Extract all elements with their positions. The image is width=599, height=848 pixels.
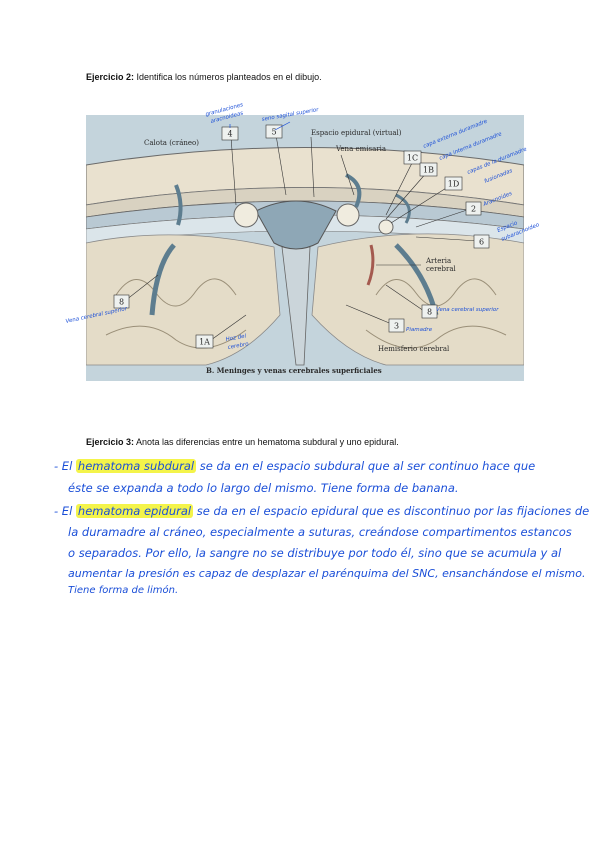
label-cerebral: cerebral	[426, 265, 457, 273]
hw-capas-dural-1: capas de la duramadre	[467, 146, 529, 176]
exercise-3-title: Ejercicio 3: Anota las diferencias entre…	[86, 437, 399, 447]
label-1c: 1C	[407, 154, 418, 163]
figure-caption: B. Meninges y venas cerebrales superfici…	[206, 366, 382, 375]
exercise-2-label: Ejercicio 2:	[86, 72, 135, 82]
label-5: 5	[271, 128, 276, 137]
hw-vena-derecha: Vena cerebral superior	[436, 307, 499, 313]
label-calota: Calota (cráneo)	[144, 139, 199, 147]
label-espacio-epidural: Espacio epidural (virtual)	[311, 129, 402, 137]
label-1a: 1A	[199, 338, 210, 347]
answer-p1-prefix: - El	[54, 459, 76, 473]
meninges-illustration: 4 5 1C 1B 1D 2 6 8 8 3 1A	[86, 124, 524, 375]
label-6: 6	[479, 238, 484, 247]
hw-vena-izquierda: Vena cerebral superior	[65, 306, 128, 325]
answer-p1-rest: se da en el espacio subdural que al ser …	[196, 459, 536, 473]
exercise-3-text: Anota las diferencias entre un hematoma …	[134, 437, 399, 447]
answer-line-6: aumentar la presión es capaz de desplaza…	[68, 567, 586, 580]
label-4: 4	[227, 130, 232, 139]
answer-line-5: o separados. Por ello, la sangre no se d…	[68, 546, 562, 560]
answer-line-4: la duramadre al cráneo, especialmente a …	[68, 525, 572, 539]
label-2: 2	[471, 205, 476, 214]
exercise-2-title: Ejercicio 2: Identifica los números plan…	[86, 72, 322, 82]
label-8-left: 8	[119, 298, 124, 307]
exercise-2-text: Identifica los números planteados en el …	[134, 72, 322, 82]
label-1d: 1D	[448, 180, 460, 189]
hw-aracnoides: Aracnoides	[482, 191, 514, 208]
hw-hoz-1: Hoz del	[225, 333, 247, 343]
label-3: 3	[394, 322, 399, 331]
label-1b: 1B	[423, 166, 434, 175]
answer-line-7: Tiene forma de limón.	[68, 585, 179, 596]
highlight-hematoma-epidural: hematoma epidural	[75, 504, 194, 518]
hw-capas-dural-2: fusionadas	[484, 168, 514, 185]
hw-hoz-2: cerebro	[227, 341, 250, 351]
hw-piamadre: Piamadre	[406, 327, 433, 333]
meninges-figure: 4 5 1C 1B 1D 2 6 8 8 3 1A	[86, 115, 524, 381]
exercise-3-label: Ejercicio 3:	[86, 437, 135, 447]
hw-seno: seno sagital superior	[261, 107, 319, 123]
answer-p2-prefix: - El	[54, 504, 76, 518]
answer-line-1: - El hematoma subdural se da en el espac…	[54, 459, 535, 473]
answer-line-2: éste se expanda a todo lo largo del mism…	[68, 481, 459, 495]
highlight-hematoma-subdural: hematoma subdural	[75, 459, 197, 473]
answer-p2-rest: se da en el espacio epidural que es disc…	[193, 504, 590, 518]
label-arteria: Arteria	[425, 257, 451, 265]
label-vena-emisaria: Vena emisaria	[335, 145, 386, 153]
label-8-right: 8	[427, 308, 432, 317]
answer-line-3: - El hematoma epidural se da en el espac…	[54, 504, 589, 518]
label-hemisferio: Hemisferio cerebral	[378, 345, 450, 353]
